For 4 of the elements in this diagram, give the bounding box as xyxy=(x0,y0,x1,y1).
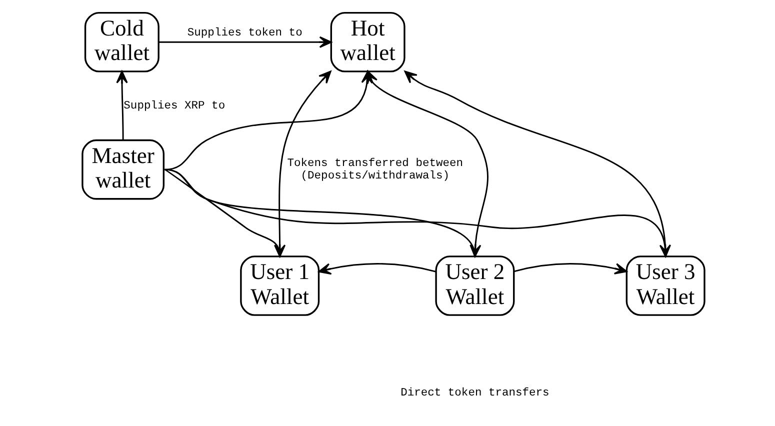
label: Direct token transfers xyxy=(400,388,549,400)
edge-label: Supplies XRP to xyxy=(123,100,225,113)
edge-label: Supplies token to xyxy=(186,27,302,40)
edge-label: Tokens transferred between (Deposits/withdrawals) xyxy=(286,158,463,183)
